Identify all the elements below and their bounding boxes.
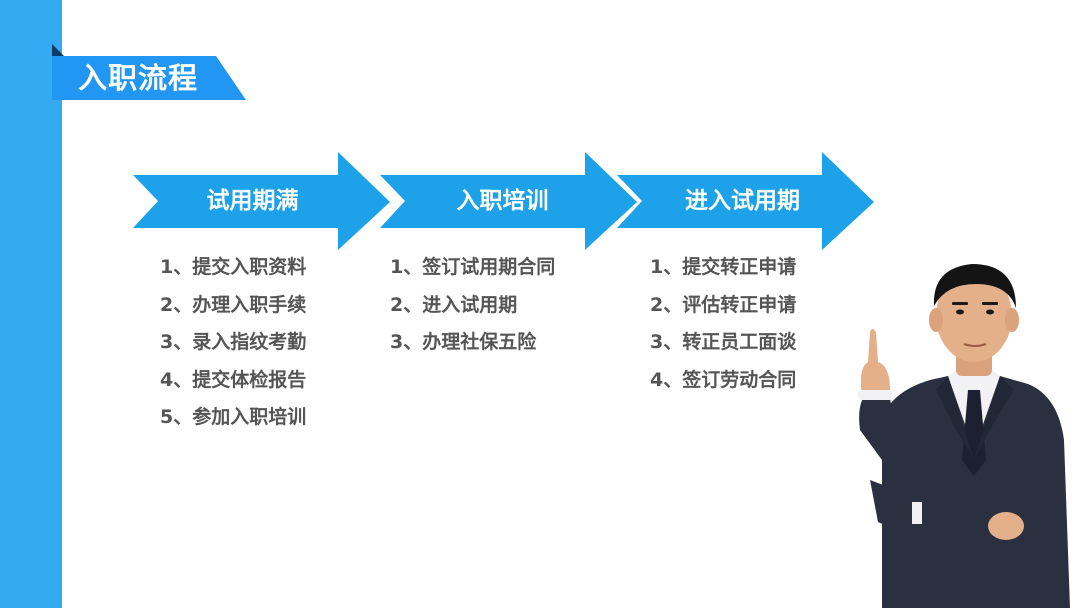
step-1-task-list: 1、提交入职资料 2、办理入职手续 3、录入指纹考勤 4、提交体检报告 5、参加… — [160, 252, 306, 440]
step-3-task-list: 1、提交转正申请 2、评估转正申请 3、转正员工面谈 4、签订劳动合同 — [650, 252, 796, 402]
list-item: 5、参加入职培训 — [160, 406, 307, 428]
list-item: 1、提交入职资料 — [160, 256, 307, 278]
step-2-task-list: 1、签订试用期合同 2、进入试用期 3、办理社保五险 — [390, 252, 555, 365]
flow-arrow-3 — [617, 152, 874, 250]
list-item: 3、办理社保五险 — [390, 331, 537, 353]
left-accent-stripe — [0, 0, 62, 608]
flow-arrow-1 — [133, 152, 390, 250]
list-item: 2、评估转正申请 — [650, 293, 797, 316]
flow-arrow-2 — [380, 152, 637, 250]
list-item: 4、签订劳动合同 — [650, 368, 797, 391]
list-item: 3、录入指纹考勤 — [160, 331, 307, 353]
title-tab-shape — [52, 44, 246, 100]
step-label-3: 进入试用期 — [685, 187, 800, 214]
step-label-1: 试用期满 — [206, 187, 299, 214]
list-item: 1、签订试用期合同 — [390, 256, 556, 278]
list-item: 4、提交体检报告 — [160, 368, 307, 391]
list-item: 2、进入试用期 — [390, 293, 518, 316]
list-item: 2、办理入职手续 — [160, 293, 307, 316]
page-title: 入职流程 — [78, 61, 199, 95]
step-label-2: 入职培训 — [456, 187, 549, 214]
list-item: 1、提交转正申请 — [650, 256, 797, 278]
businessman-pointing-up-icon — [858, 264, 1070, 608]
list-item: 3、转正员工面谈 — [650, 331, 797, 353]
